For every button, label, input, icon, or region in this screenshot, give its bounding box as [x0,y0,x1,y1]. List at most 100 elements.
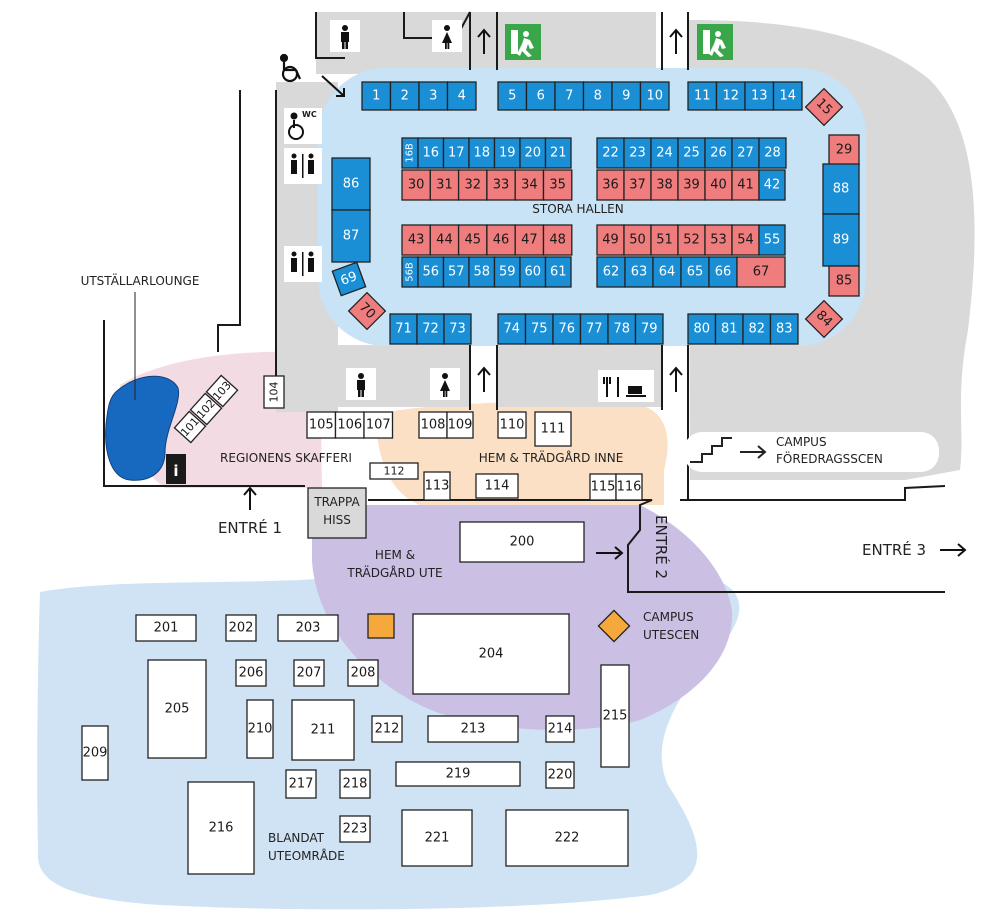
booth-85[interactable]: 85 [828,265,860,297]
booth-220[interactable]: 220 [545,761,575,789]
booth-215[interactable]: 215 [600,664,630,768]
booth-103[interactable]: 103 [205,374,239,408]
booth-86[interactable]: 86 [331,157,371,211]
booth-76[interactable]: 76 [552,313,582,345]
booth-3[interactable]: 3 [418,81,449,111]
booth-2[interactable]: 2 [389,81,420,111]
booth-214[interactable]: 214 [545,715,575,743]
booth-77[interactable]: 77 [579,313,609,345]
booth-4[interactable]: 4 [446,81,477,111]
booth-88[interactable]: 88 [822,163,860,215]
booth-59[interactable]: 59 [493,256,521,288]
booth-56B[interactable]: 56B [401,256,419,288]
booth-56[interactable]: 56 [417,256,445,288]
booth-1[interactable]: 1 [361,81,392,111]
booth-105[interactable]: 105 [306,411,337,439]
booth-111[interactable]: 111 [534,411,572,447]
booth-45[interactable]: 45 [457,224,488,256]
booth-7[interactable]: 7 [554,81,585,111]
booth-55[interactable]: 55 [758,224,786,256]
booth-212[interactable]: 212 [371,715,403,743]
booth-36[interactable]: 36 [596,169,625,201]
booth-80[interactable]: 80 [687,313,717,345]
booth-58[interactable]: 58 [468,256,496,288]
booth-72[interactable]: 72 [416,313,445,345]
booth-27[interactable]: 27 [731,137,760,169]
booth-8[interactable]: 8 [582,81,613,111]
booth-205[interactable]: 205 [147,659,207,759]
booth-62[interactable]: 62 [596,256,626,288]
booth-218[interactable]: 218 [339,769,371,799]
booth-34[interactable]: 34 [514,169,545,201]
booth-32[interactable]: 32 [457,169,488,201]
booth-21[interactable]: 21 [544,137,572,169]
booth-26[interactable]: 26 [704,137,733,169]
booth-71[interactable]: 71 [389,313,418,345]
booth-51[interactable]: 51 [650,224,679,256]
booth-41[interactable]: 41 [731,169,760,201]
booth-204[interactable]: 204 [412,613,570,695]
booth-87[interactable]: 87 [331,209,371,263]
booth-82[interactable]: 82 [742,313,772,345]
booth-102[interactable]: 102 [189,392,223,426]
booth-109[interactable]: 109 [446,411,474,439]
booth-5[interactable]: 5 [497,81,528,111]
booth-202[interactable]: 202 [225,614,257,642]
booth-35[interactable]: 35 [542,169,573,201]
booth-20[interactable]: 20 [519,137,547,169]
booth-19[interactable]: 19 [493,137,521,169]
booth-24[interactable]: 24 [650,137,679,169]
booth-23[interactable]: 23 [623,137,652,169]
booth-33[interactable]: 33 [486,169,516,201]
booth-16B[interactable]: 16B [401,137,419,169]
booth-9[interactable]: 9 [611,81,642,111]
booth-107[interactable]: 107 [363,411,394,439]
booth-67[interactable]: 67 [736,256,786,288]
booth-65[interactable]: 65 [680,256,710,288]
booth-10[interactable]: 10 [639,81,670,111]
booth-54[interactable]: 54 [731,224,760,256]
booth-207[interactable]: 207 [293,659,325,687]
booth-25[interactable]: 25 [677,137,706,169]
booth-115[interactable]: 115 [589,473,617,501]
booth-83[interactable]: 83 [769,313,799,345]
booth-60[interactable]: 60 [519,256,547,288]
booth-116[interactable]: 116 [615,473,643,501]
booth-70[interactable]: 70 [347,291,387,331]
booth-44[interactable]: 44 [429,224,460,256]
booth-53[interactable]: 53 [704,224,733,256]
booth-29[interactable]: 29 [828,134,860,166]
booth-210[interactable]: 210 [246,699,274,759]
booth-75[interactable]: 75 [524,313,554,345]
booth-114[interactable]: 114 [475,473,519,499]
booth-81[interactable]: 81 [714,313,744,345]
booth-74[interactable]: 74 [497,313,527,345]
booth-12[interactable]: 12 [715,81,746,111]
booth-57[interactable]: 57 [442,256,470,288]
booth-40[interactable]: 40 [704,169,733,201]
booth-39[interactable]: 39 [677,169,706,201]
booth-49[interactable]: 49 [596,224,625,256]
booth-200[interactable]: 200 [459,521,585,563]
booth-22[interactable]: 22 [596,137,625,169]
booth-108[interactable]: 108 [418,411,448,439]
booth-79[interactable]: 79 [634,313,664,345]
booth-30[interactable]: 30 [401,169,431,201]
booth-206[interactable]: 206 [235,659,267,687]
booth-43[interactable]: 43 [401,224,431,256]
booth-11[interactable]: 11 [687,81,718,111]
booth-16[interactable]: 16 [417,137,445,169]
booth-28[interactable]: 28 [758,137,787,169]
booth-112[interactable]: 112 [369,462,419,480]
booth-46[interactable]: 46 [486,224,516,256]
booth-211[interactable]: 211 [291,699,355,761]
booth-13[interactable]: 13 [744,81,775,111]
booth-47[interactable]: 47 [514,224,545,256]
booth-37[interactable]: 37 [623,169,652,201]
booth-6[interactable]: 6 [525,81,556,111]
booth-216[interactable]: 216 [187,781,255,875]
booth-101[interactable]: 101 [173,410,207,444]
booth-14[interactable]: 14 [772,81,803,111]
booth-89[interactable]: 89 [822,213,860,267]
booth-219[interactable]: 219 [395,761,521,787]
